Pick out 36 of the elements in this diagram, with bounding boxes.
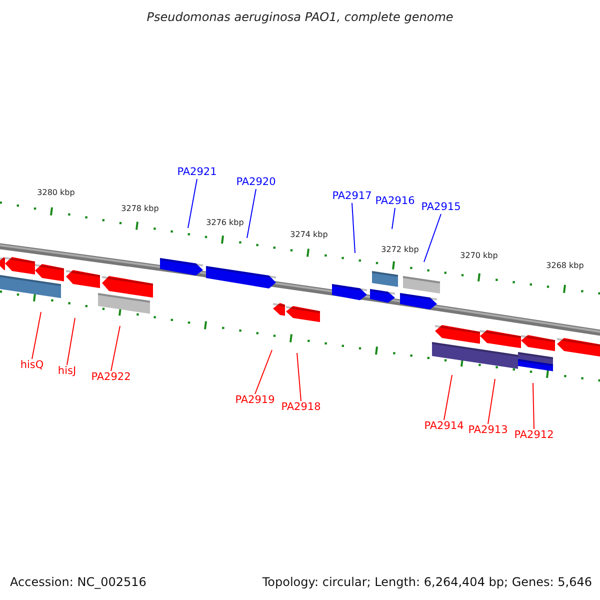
- leader-line: [488, 378, 496, 424]
- footer-text: Topology: circular; Length: 6,264,404 bp; Genes: 5,646: [262, 575, 592, 589]
- leader-line: [32, 312, 42, 360]
- leader-line: [392, 208, 396, 230]
- leader-line: [352, 202, 356, 254]
- gene-label: PA2912: [514, 429, 554, 442]
- leader-line: [66, 318, 76, 366]
- gene-label: PA2922: [91, 371, 131, 384]
- leader-line: [296, 352, 302, 402]
- leader-line: [444, 374, 452, 420]
- leader-line: [188, 178, 198, 228]
- scale-label: 3276 kbp: [206, 218, 244, 228]
- gene-label: hisQ: [20, 359, 44, 372]
- gene-label: PA2913: [468, 424, 508, 437]
- gene-label: PA2920: [236, 176, 276, 189]
- scale-label: 3272 kbp: [381, 245, 419, 255]
- leader-line: [254, 350, 272, 394]
- leader-line: [424, 214, 442, 262]
- scale-label: 3270 kbp: [460, 251, 498, 261]
- scale-label: 3268 kbp: [546, 261, 584, 271]
- gene-label: PA2914: [424, 420, 464, 433]
- gene-label: PA2916: [375, 195, 415, 208]
- leader-line: [532, 382, 534, 430]
- gene-label: PA2919: [235, 394, 275, 407]
- scale-label: 3280 kbp: [37, 188, 75, 198]
- leader-line: [246, 188, 256, 238]
- gene-label: PA2918: [281, 401, 321, 414]
- footer-text: Accession: NC_002516: [10, 575, 146, 589]
- gene-label: PA2917: [332, 190, 372, 203]
- gene-label: PA2915: [421, 201, 461, 214]
- scale-label: 3274 kbp: [290, 230, 328, 240]
- leader-line: [110, 326, 120, 372]
- scale-label: 3278 kbp: [121, 204, 159, 214]
- title: Pseudomonas aeruginosa PAO1, complete genome: [146, 10, 454, 24]
- gene-label: hisJ: [58, 365, 76, 378]
- gene-label: PA2921: [177, 166, 217, 179]
